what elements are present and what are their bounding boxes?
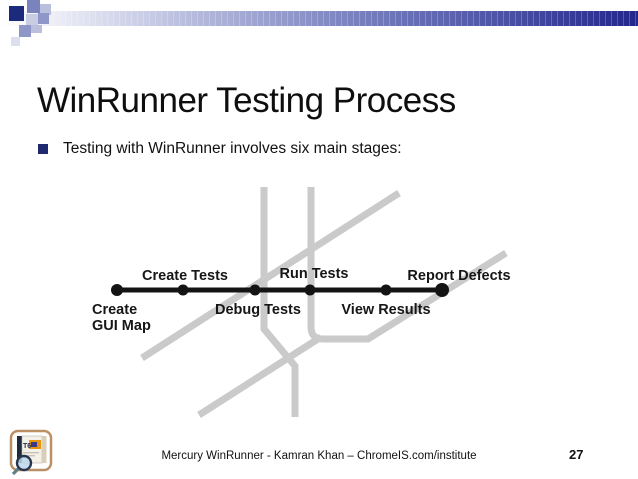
mosaic-square bbox=[38, 13, 49, 24]
map-line-vertical-left bbox=[260, 187, 299, 417]
stage-label-create-tests: Create Tests bbox=[142, 268, 228, 284]
slide-title: WinRunner Testing Process bbox=[37, 81, 456, 121]
logo-magnifier-handle bbox=[11, 466, 21, 476]
slide-page-number: 27 bbox=[569, 447, 584, 462]
mosaic-square bbox=[27, 0, 40, 13]
station-dot-run-tests bbox=[304, 284, 316, 296]
map-line-diagonal-long bbox=[140, 190, 401, 361]
mosaic-square bbox=[11, 37, 20, 46]
map-line-diagonal-bottom bbox=[197, 334, 323, 418]
bullet-square-icon bbox=[38, 144, 48, 154]
stage-label-report-defects: Report Defects bbox=[407, 268, 510, 284]
mosaic-square bbox=[26, 14, 38, 26]
station-dot-create-tests bbox=[177, 284, 189, 296]
logo-badge-mark bbox=[31, 442, 37, 447]
winrunner-box-magnifier-icon: T6 bbox=[8, 427, 54, 476]
mosaic-square bbox=[19, 25, 31, 37]
background-map-lines bbox=[140, 187, 508, 418]
stage-label-view-results: View Results bbox=[341, 302, 430, 318]
station-dot-view-results bbox=[380, 284, 392, 296]
mosaic-square bbox=[31, 25, 42, 33]
logo-box-edge bbox=[42, 436, 47, 463]
footer-credit: Mercury WinRunner - Kamran Khan – Chrome… bbox=[161, 450, 477, 462]
logo-text-line bbox=[23, 455, 35, 457]
header-gradient-bar bbox=[0, 11, 638, 26]
header-bar-stripes bbox=[0, 11, 638, 26]
bullet-text: Testing with WinRunner involves six main… bbox=[63, 140, 402, 157]
process-stations bbox=[111, 283, 449, 297]
stage-label-create-gui-map-line2: GUI Map bbox=[92, 318, 151, 334]
stage-label-debug-tests: Debug Tests bbox=[215, 302, 301, 318]
stage-label-run-tests: Run Tests bbox=[279, 266, 348, 282]
logo-text-line bbox=[23, 452, 39, 454]
station-dot-debug-tests bbox=[249, 284, 261, 296]
mosaic-square bbox=[40, 4, 51, 15]
stage-label-create-gui-map-line1: Create bbox=[92, 302, 137, 318]
map-line-loop bbox=[307, 187, 508, 343]
logo-box-spine bbox=[17, 436, 22, 463]
logo-magnifier-lens bbox=[15, 454, 33, 472]
mosaic-square-navy bbox=[9, 6, 24, 21]
bullet-item: Testing with WinRunner involves six main… bbox=[38, 140, 402, 158]
station-dot-report-defects bbox=[435, 283, 449, 297]
logo-letters: T6 bbox=[23, 443, 31, 450]
station-dot-create-gui-map bbox=[111, 284, 123, 296]
testing-process-diagram: Create Tests Run Tests Report Defects Cr… bbox=[0, 180, 638, 430]
